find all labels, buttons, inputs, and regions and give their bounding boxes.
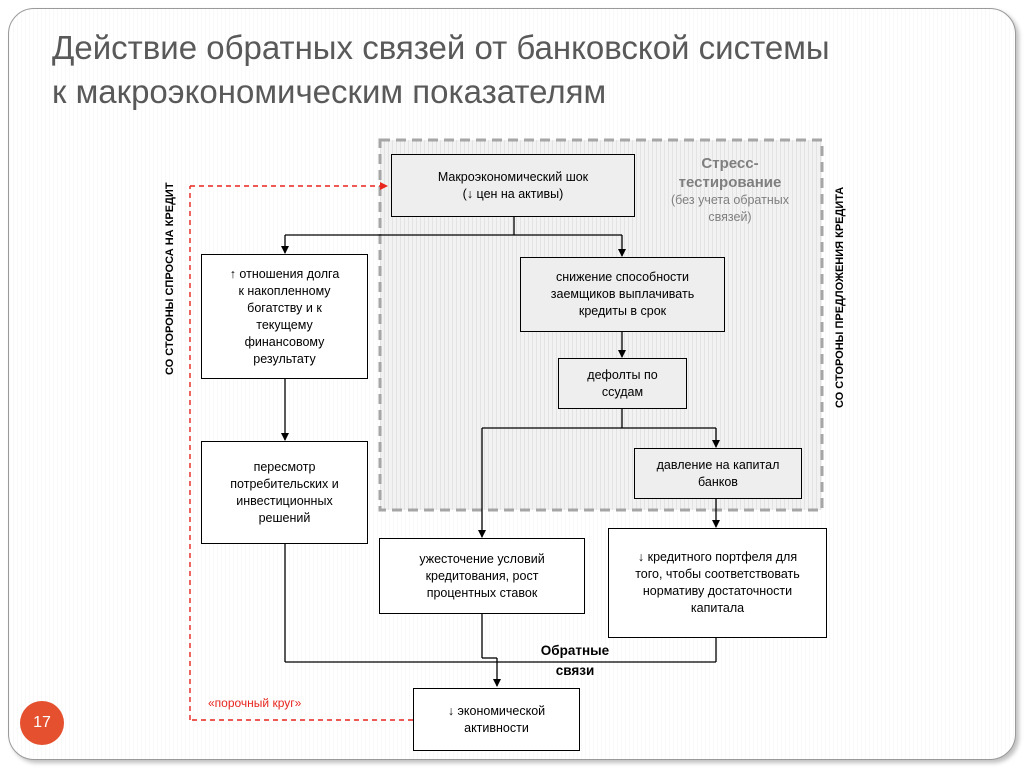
- stress-test-heading-2: тестирование: [678, 174, 782, 191]
- feedback-label-line-2: связи: [555, 663, 595, 678]
- credit-supply-side-label: СО СТОРОНЫ ПРЕДЛОЖЕНИЯ КРЕДИТА: [834, 186, 846, 408]
- revision-line-3: инвестиционных: [236, 493, 333, 508]
- debt-ratio-line-3: богатству и к: [247, 300, 322, 315]
- stress-test-heading-1: Стресс-: [701, 155, 759, 172]
- debt-ratio-line-2: к накопленному: [238, 283, 331, 298]
- stress-test-note-2: связей): [708, 210, 752, 224]
- stress-test-label: Стресс- тестирование (без учета обратных…: [640, 154, 820, 226]
- tightening-line-3: процентных ставок: [426, 585, 538, 600]
- slide-frame: [8, 8, 1016, 760]
- macro-shock-line-1: Макроэкономический шок: [437, 169, 589, 184]
- debt-ratio-line-4: текущему: [256, 317, 313, 332]
- revision-line-1: пересмотр: [253, 459, 316, 474]
- debt-ratio-box: ↑ отношения долга к накопленному богатст…: [201, 254, 368, 379]
- stress-test-note-1: (без учета обратных: [671, 193, 789, 207]
- debt-ratio-line-1: ↑ отношения долга: [229, 266, 340, 281]
- tightening-box: ужесточение условий кредитования, рост п…: [379, 538, 585, 614]
- tightening-line-2: кредитования, рост: [425, 568, 539, 583]
- page-number: 17: [33, 714, 51, 731]
- macro-shock-line-2: (↓ цен на активы): [462, 186, 564, 201]
- feedback-label: Обратные связи: [525, 641, 625, 681]
- portfolio-line-4: капитала: [690, 601, 745, 615]
- capital-pressure-box: давление на капитал банков: [634, 448, 802, 499]
- tightening-line-1: ужесточение условий: [419, 551, 545, 566]
- economic-activity-line-2: активности: [464, 720, 529, 735]
- repay-ability-box: снижение способности заемщиков выплачива…: [520, 257, 725, 332]
- repay-ability-line-1: снижение способности: [555, 270, 690, 284]
- portfolio-line-2: того, чтобы соответствовать: [635, 567, 800, 581]
- revision-line-2: потребительских и: [230, 476, 339, 491]
- title-line-1: Действие обратных связей от банковской с…: [52, 29, 830, 66]
- revision-line-4: решений: [258, 510, 311, 525]
- repay-ability-line-3: кредиты в срок: [578, 304, 667, 318]
- revision-box: пересмотр потребительских и инвестиционн…: [201, 441, 368, 544]
- repay-ability-line-2: заемщиков выплачивать: [550, 287, 695, 301]
- portfolio-box: ↓ кредитного портфеля для того, чтобы со…: [608, 528, 827, 638]
- economic-activity-box: ↓ экономической активности: [413, 688, 580, 751]
- page-number-badge: 17: [20, 701, 64, 745]
- credit-demand-side-label: СО СТОРОНЫ СПРОСА НА КРЕДИТ: [164, 182, 176, 375]
- title-line-2: к макроэкономическим показателям: [52, 73, 607, 110]
- vicious-circle-label: «порочный круг»: [208, 696, 302, 710]
- portfolio-line-3: нормативу достаточности: [642, 584, 793, 598]
- portfolio-line-1: ↓ кредитного портфеля для: [637, 550, 798, 564]
- debt-ratio-line-5: финансовому: [244, 334, 325, 349]
- defaults-line-2: ссудам: [601, 384, 644, 399]
- feedback-label-line-1: Обратные: [540, 643, 610, 658]
- capital-pressure-line-2: банков: [698, 474, 738, 489]
- debt-ratio-line-6: результату: [253, 351, 316, 366]
- economic-activity-line-1: ↓ экономической: [447, 703, 546, 718]
- slide-title: Действие обратных связей от банковской с…: [52, 26, 952, 114]
- defaults-line-1: дефолты по: [587, 367, 658, 382]
- defaults-box: дефолты по ссудам: [558, 358, 687, 409]
- macro-shock-box: Макроэкономический шок (↓ цен на активы): [391, 154, 635, 217]
- capital-pressure-line-1: давление на капитал: [656, 457, 780, 472]
